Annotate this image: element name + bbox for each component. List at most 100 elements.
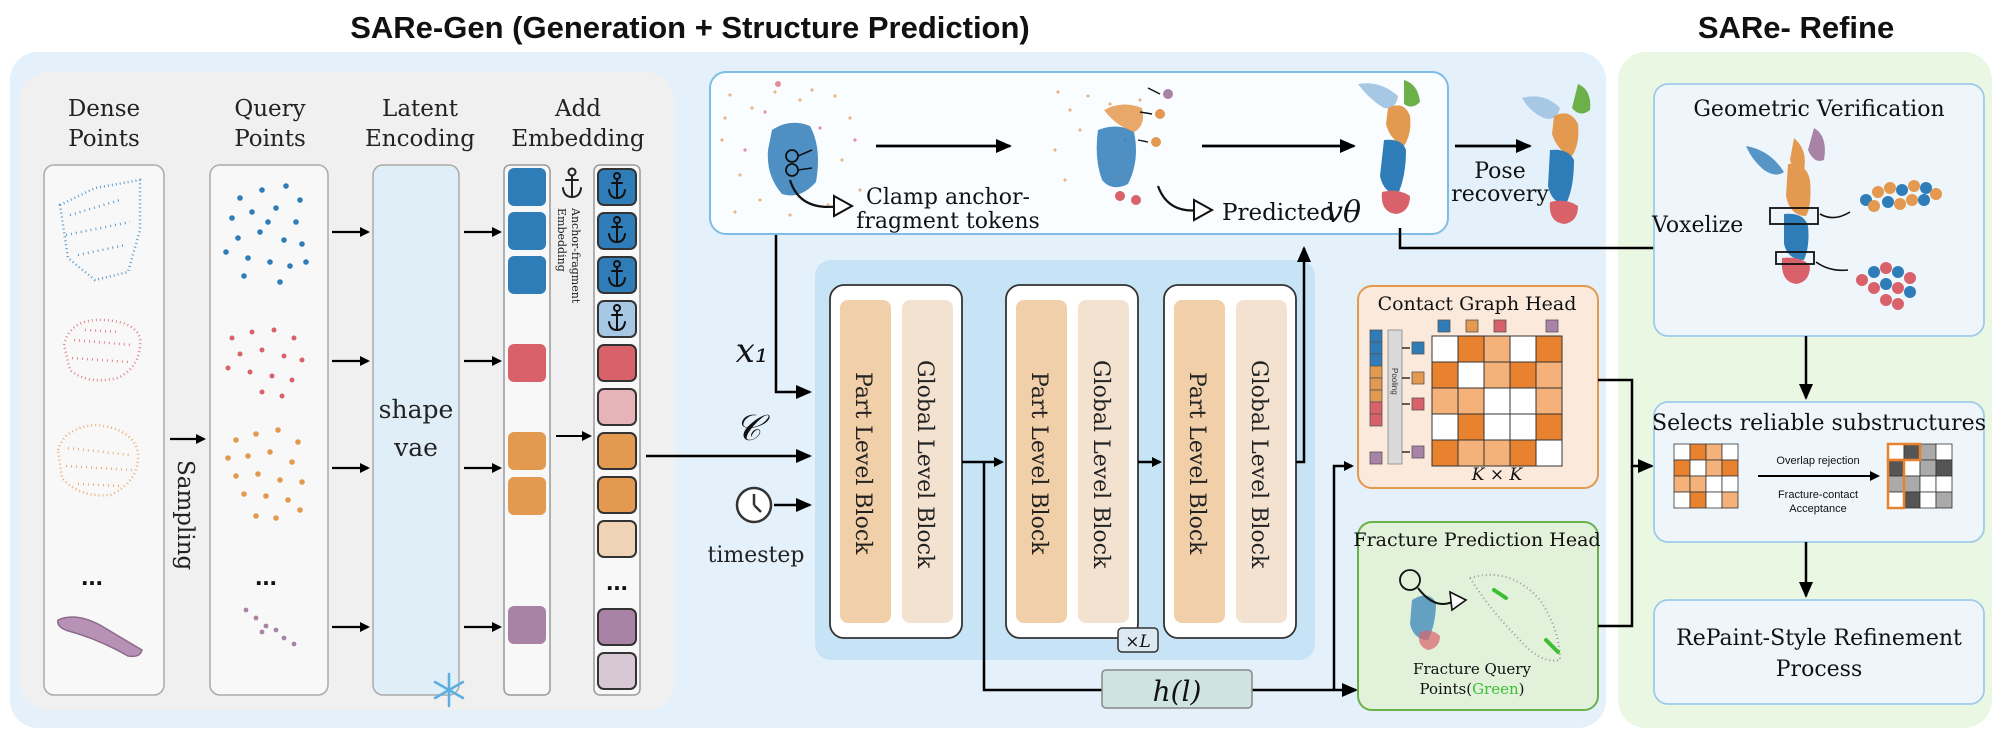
- query-ellipsis: ...: [255, 561, 277, 591]
- dense-ellipsis: ...: [81, 561, 103, 591]
- fracture-prediction-head: [1357, 521, 1599, 711]
- voxel-cluster-top: [1860, 180, 1942, 212]
- repaint-panel: [1653, 599, 1985, 705]
- pooling-label: Pooling: [1390, 368, 1399, 395]
- anchor-embedding-label-2: Embedding: [555, 208, 568, 272]
- prediction-panel: [709, 71, 1449, 235]
- query-to-latent-arrows: [332, 227, 370, 632]
- fracture-contact-label-2: Acceptance: [1789, 503, 1846, 515]
- dense-header-2: Points: [68, 126, 140, 152]
- geo-title: Geometric Verification: [1693, 97, 1944, 122]
- global-block-3: Global Level Block: [1246, 360, 1271, 569]
- embedded-anchor-icons: [608, 172, 626, 332]
- part-block-3: Part Level Block: [1184, 372, 1209, 555]
- query-cloud-blue: [223, 183, 309, 285]
- latent-header-2: Encoding: [365, 126, 475, 152]
- latent-tokens-box: [503, 164, 551, 696]
- frozen-snowflake-icon: [433, 672, 465, 708]
- contact-matrix: [1431, 335, 1563, 467]
- hidden-state-label: h(l): [1153, 675, 1202, 708]
- query-header-1: Query: [234, 96, 305, 122]
- fracture-head-title: Fracture Prediction Head: [1353, 529, 1600, 551]
- query-points-box: [209, 164, 329, 696]
- predict-arrowhead: [1193, 198, 1215, 222]
- contact-matrix-size: K × K: [1471, 465, 1524, 485]
- timestep-label: timestep: [708, 543, 805, 568]
- embedded-ellipsis: ...: [606, 566, 628, 596]
- query-cloud-purple: [243, 607, 297, 647]
- block-group-1: [829, 284, 963, 639]
- select-input-matrix: [1673, 443, 1739, 509]
- fracture-to-select-path: [1598, 466, 1634, 628]
- repaint-label-2: Process: [1776, 657, 1863, 682]
- x1-arrow: [774, 226, 812, 399]
- dense-points-box: [43, 164, 165, 696]
- part-block-2: Part Level Block: [1026, 372, 1051, 555]
- clock-icon: [735, 486, 773, 524]
- query-cloud-red: [225, 327, 305, 399]
- select-title: Selects reliable substructures: [1652, 411, 1986, 436]
- recovered-object: [1522, 84, 1591, 224]
- repeat-badge: [1117, 627, 1159, 653]
- shape-vae-label-2: vae: [393, 433, 438, 462]
- latent-header-1: Latent: [382, 96, 459, 122]
- input-pointcloud: [720, 81, 862, 217]
- assembled-object: [1358, 80, 1420, 214]
- anchor-icon: [562, 167, 582, 199]
- part-block-1: Part Level Block: [850, 372, 875, 555]
- voxelize-label: Voxelize: [1651, 213, 1743, 238]
- geo-object: [1746, 128, 1851, 284]
- pooled-tokens: [1411, 341, 1425, 459]
- global-block-1: Global Level Block: [912, 360, 937, 569]
- clamp-curved-arrow: [788, 179, 841, 208]
- header-tokens: [1437, 319, 1559, 333]
- anchor-embedding-label-1: Anchor-fragment: [569, 207, 582, 304]
- fracture-caption-prefix: Points(: [1420, 680, 1473, 698]
- global-block-2: Global Level Block: [1088, 360, 1113, 569]
- fracture-caption-green: Green: [1472, 680, 1519, 698]
- voxel-cluster-bottom: [1856, 262, 1916, 310]
- pooling-bar: [1387, 329, 1403, 465]
- clamp-label-2: fragment tokens: [856, 209, 1040, 234]
- embed-header-1: Add: [554, 96, 601, 122]
- hidden-state-box: [1101, 669, 1253, 709]
- pose-label-1: Pose: [1474, 159, 1525, 184]
- fracture-contact-label-1: Fracture-contact: [1778, 489, 1858, 501]
- shape-vae-box: [372, 164, 460, 696]
- clamp-arrowhead: [833, 194, 855, 218]
- clamp-label-1: Clamp anchor-: [866, 185, 1030, 210]
- block-group-3: [1163, 284, 1297, 639]
- predicted-label: Predicted: [1222, 200, 1335, 226]
- contact-head-title: Contact Graph Head: [1378, 293, 1577, 315]
- dense-cloud-orange: [56, 423, 140, 497]
- x1-label: x₁: [736, 331, 769, 371]
- refine-title: SARe- Refine: [1698, 10, 1894, 45]
- predicted-symbol: vθ: [1326, 195, 1361, 230]
- selection-highlight-2: [1886, 458, 1906, 510]
- pool-arrows: [1402, 347, 1410, 453]
- repaint-label-1: RePaint-Style Refinement: [1676, 626, 1962, 651]
- pose-label-2: recovery: [1451, 182, 1549, 207]
- transformer-output-arrow: [1296, 246, 1311, 464]
- block-group-2: [1005, 284, 1139, 639]
- dense-cloud-red: [62, 318, 142, 382]
- fracture-caption-1: Fracture Query: [1413, 660, 1531, 678]
- token-column: [1369, 329, 1383, 465]
- sampling-label: Sampling: [172, 460, 198, 571]
- mid-pointcloud: [1053, 87, 1173, 205]
- latent-tokens: [508, 168, 546, 644]
- fracture-caption-2: Points(Green): [1420, 680, 1525, 698]
- contact-to-select-path: [1598, 378, 1654, 473]
- dense-cloud-blue: [58, 178, 142, 282]
- repeat-label: ×L: [1125, 632, 1151, 652]
- query-header-2: Points: [234, 126, 306, 152]
- fracture-object: [1399, 569, 1562, 662]
- overlap-label: Overlap rejection: [1776, 455, 1859, 467]
- dense-header-1: Dense: [68, 96, 140, 122]
- query-cloud-orange: [225, 427, 305, 521]
- latent-to-embed-arrows: [464, 227, 502, 632]
- shape-vae-label-1: shape: [379, 395, 454, 424]
- dense-cloud-purple: [57, 616, 143, 658]
- gen-title: SARe-Gen (Generation + Structure Predict…: [350, 10, 1030, 45]
